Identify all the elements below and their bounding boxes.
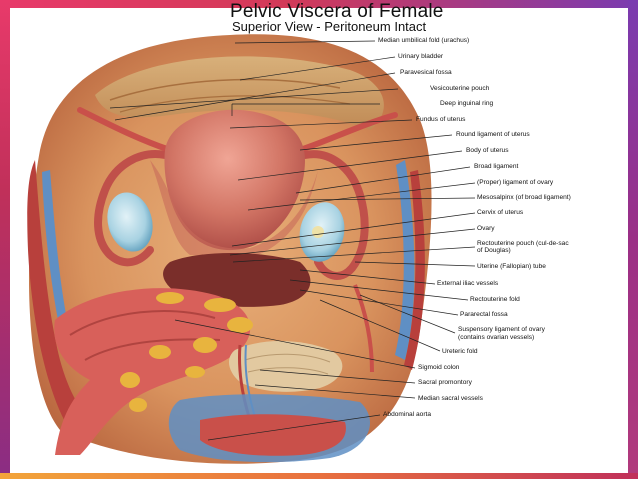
blank-corner — [577, 396, 628, 473]
sacral-line — [247, 367, 329, 375]
label-cervix-of-uterus: Cervix of uterus — [477, 209, 524, 216]
fat-appendix — [120, 372, 140, 388]
label-pararectal-fossa: Pararectal fossa — [460, 311, 508, 318]
left-round-ligament — [77, 107, 173, 153]
label-ovary: Ovary — [477, 225, 495, 232]
label-rectouterine-pouch: Rectouterine pouch (cul-de-sac — [477, 240, 569, 247]
label-deep-inguinal-ring: Deep inguinal ring — [440, 100, 494, 107]
label-fundus-of-uterus: Fundus of uterus — [416, 116, 466, 123]
slide-subtitle: Superior View - Peritoneum Intact — [232, 19, 427, 34]
ureteric-fold — [353, 284, 374, 373]
left-uterine-tube — [94, 150, 169, 267]
label-ligament-of-ovary: (Proper) ligament of ovary — [477, 179, 554, 186]
sacral-promontory — [228, 341, 343, 392]
uterus-body — [164, 109, 305, 251]
right-iliac-vein — [395, 160, 415, 360]
label-sacral-promontory: Sacral promontory — [418, 379, 472, 386]
fat-appendix — [129, 398, 147, 412]
label-sigmoid-colon: Sigmoid colon — [418, 364, 460, 371]
slide-title: Pelvic Viscera of Female — [230, 1, 444, 22]
broad-ligament — [150, 160, 318, 258]
label-paravesical-fossa: Paravesical fossa — [400, 69, 452, 76]
label-median-sacral-vessels: Median sacral vessels — [418, 395, 483, 402]
bladder-fold-line — [119, 95, 351, 113]
label-mesosalpinx: Mesosalpinx (of broad ligament) — [477, 194, 571, 201]
fat-appendix — [149, 345, 171, 359]
top-border — [0, 0, 638, 8]
label-rectouterine-pouch-cont: of Douglas) — [477, 247, 511, 254]
sacral-line — [244, 353, 331, 363]
label-suspensory-ligament-cont: (contains ovarian vessels) — [458, 334, 535, 341]
right-round-ligament — [297, 112, 398, 153]
left-side-vessels — [27, 160, 90, 430]
label-median-umbilical-fold: Median umbilical fold (urachus) — [378, 37, 470, 44]
label-suspensory-ligament: Suspensory ligament of ovary — [458, 326, 545, 333]
label-vesicouterine-pouch: Vesicouterine pouch — [430, 85, 490, 92]
abdominal-aorta — [200, 414, 346, 456]
label-ureteric-fold: Ureteric fold — [442, 348, 478, 355]
fat-appendix — [227, 317, 253, 333]
urinary-bladder-shape — [95, 56, 384, 131]
label-abdominal-aorta: Abdominal aorta — [383, 411, 432, 418]
label-external-iliac-vessels: External iliac vessels — [437, 280, 499, 287]
fat-appendix — [193, 337, 217, 353]
sigmoid-colon — [54, 288, 251, 455]
bottom-border — [0, 473, 638, 479]
ovary-follicle — [312, 226, 324, 238]
fat-appendix — [156, 292, 184, 304]
fat-appendix — [204, 298, 236, 312]
leader-lines — [109, 40, 476, 441]
colon-fold — [69, 310, 216, 336]
bladder-fold-line — [109, 78, 341, 101]
fat-appendix — [185, 366, 205, 378]
right-iliac-artery — [404, 170, 425, 370]
label-urinary-bladder: Urinary bladder — [398, 53, 444, 60]
label-uterine-tube: Uterine (Fallopian) tube — [477, 263, 546, 270]
label-rectouterine-fold: Rectouterine fold — [470, 296, 520, 303]
left-ovary — [107, 192, 153, 252]
right-uterine-tube — [301, 150, 369, 280]
left-border — [0, 0, 10, 479]
label-round-ligament: Round ligament of uterus — [456, 131, 530, 138]
label-broad-ligament: Broad ligament — [474, 163, 519, 170]
right-border — [628, 0, 638, 479]
left-iliac-vein — [42, 170, 75, 358]
label-body-of-uterus: Body of uterus — [466, 147, 509, 154]
